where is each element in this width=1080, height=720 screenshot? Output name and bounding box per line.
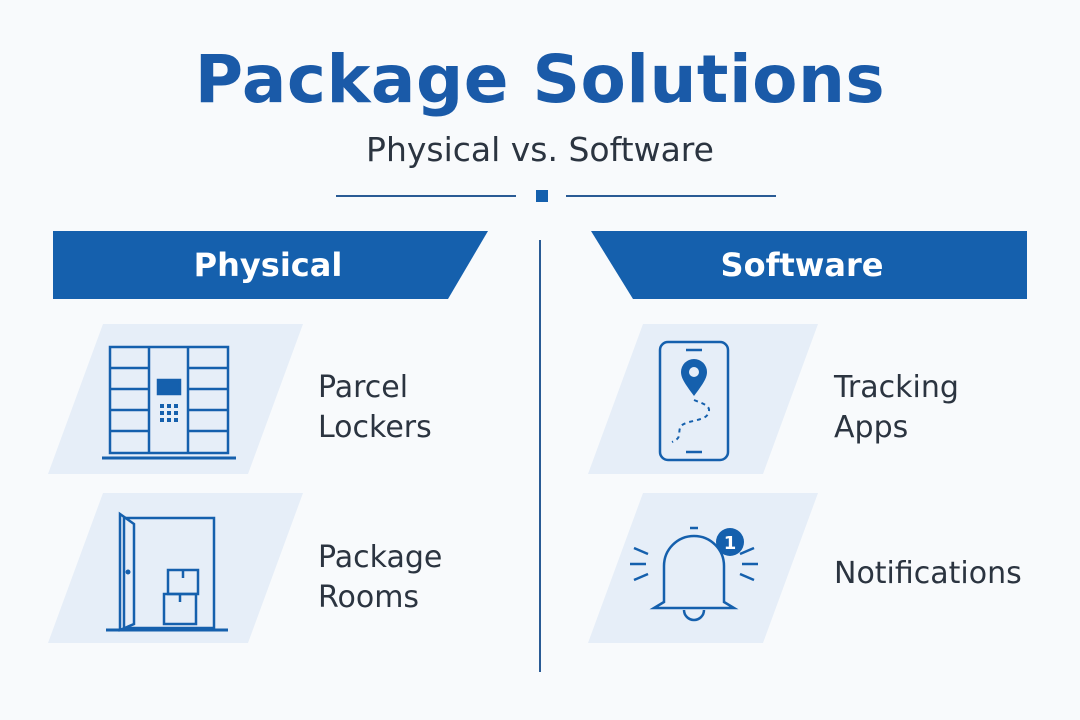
parcel-locker-icon	[102, 345, 236, 460]
column-separator	[539, 240, 541, 672]
tracking-apps-tile	[588, 324, 818, 474]
notifications-label: Notifications	[834, 556, 1022, 591]
package-rooms-tile	[48, 493, 303, 643]
physical-heading: Physical	[193, 246, 343, 284]
page-subtitle: Physical vs. Software	[366, 130, 714, 169]
software-banner	[591, 231, 1027, 299]
notification-count-badge: 1	[723, 533, 737, 554]
divider-left	[336, 195, 516, 197]
package-room-icon	[106, 511, 228, 632]
physical-banner	[53, 231, 488, 299]
software-heading: Software	[720, 246, 884, 284]
tracking-phone-icon	[658, 340, 730, 462]
divider-dot	[536, 190, 548, 202]
parcel-lockers-tile	[48, 324, 303, 474]
page-title: Package Solutions	[194, 41, 886, 118]
tracking-apps-label: Tracking Apps	[834, 370, 959, 445]
notification-bell-icon	[630, 526, 758, 622]
notifications-tile	[588, 493, 818, 643]
divider-right	[566, 195, 776, 197]
package-rooms-label: Package Rooms	[318, 540, 443, 615]
parcel-lockers-label: Parcel Lockers	[318, 370, 432, 445]
